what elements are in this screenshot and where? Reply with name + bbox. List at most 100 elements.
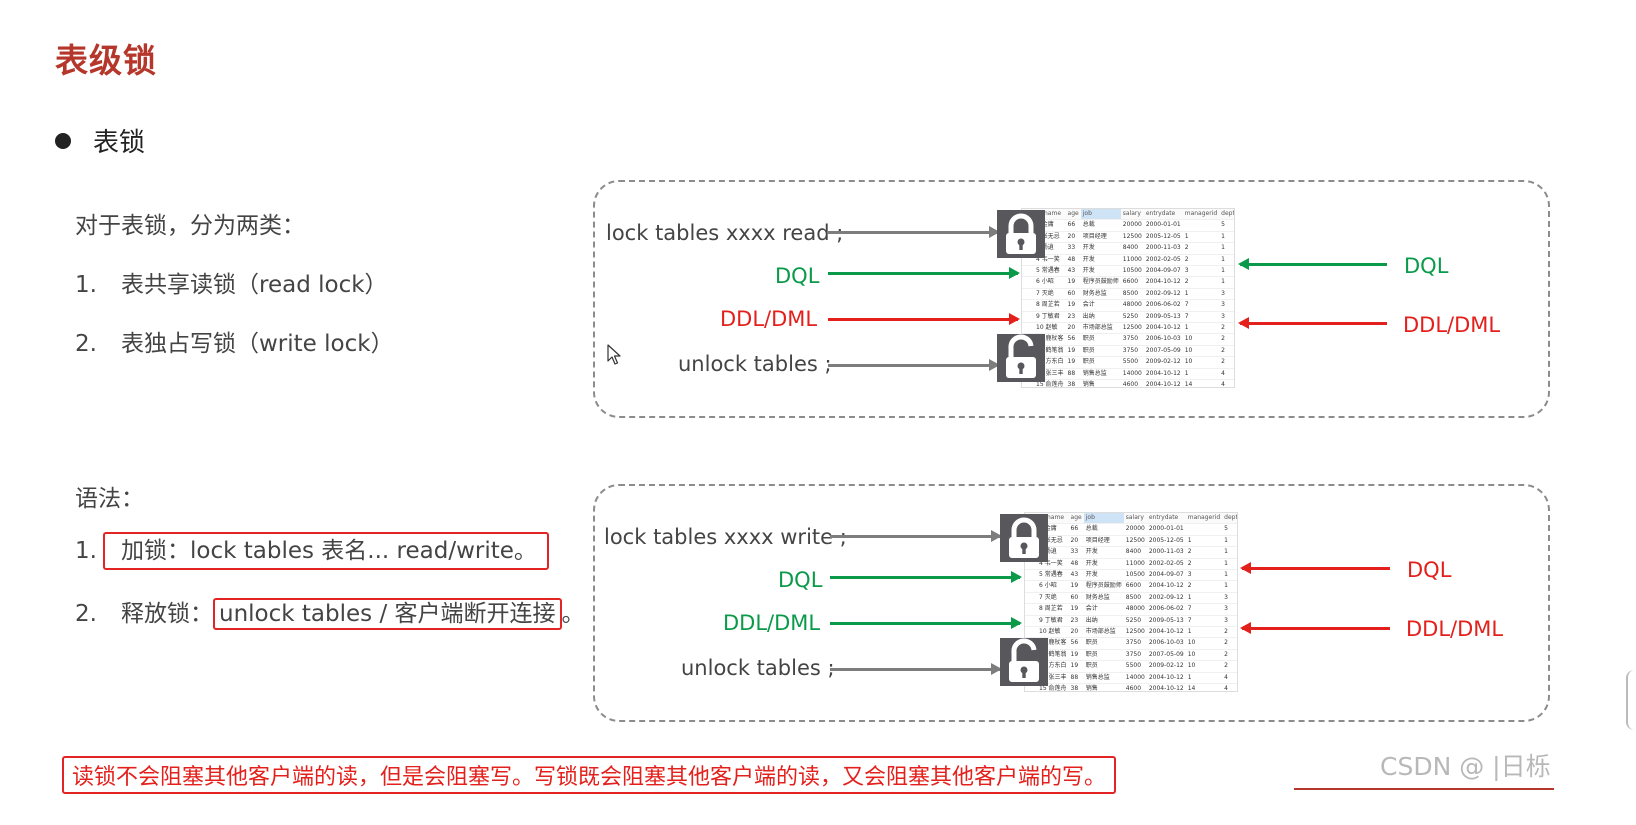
table-cell: 33 <box>1068 546 1084 559</box>
left-dql-label: DQL <box>778 568 823 592</box>
left-dql-arrow <box>828 267 1020 279</box>
table-cell: 2002-02-05 <box>1146 558 1186 571</box>
type-item-number: 1. <box>75 272 97 298</box>
table-cell: 开发 <box>1080 254 1121 267</box>
right-dql-arrow <box>1238 258 1387 270</box>
table-cell: 5 <box>1222 523 1237 536</box>
scroll-edge-handle[interactable] <box>1626 670 1636 730</box>
table-cell: 1 <box>1185 535 1223 548</box>
table-cell: 总裁 <box>1080 219 1121 232</box>
table-cell: 职员 <box>1083 637 1124 650</box>
table-cell: 5500 <box>1123 660 1147 673</box>
table-cell: 10500 <box>1120 265 1144 278</box>
table-cell: 6 小昭 <box>1025 580 1069 593</box>
table-cell: 19 <box>1065 276 1081 289</box>
table-cell: 15 俞莲舟 <box>1022 379 1066 387</box>
table-cell: 3 <box>1222 615 1237 628</box>
table-cell: 2 <box>1219 333 1234 346</box>
bullet-text: 表锁 <box>93 128 146 158</box>
table-cell: 1 <box>1219 254 1234 267</box>
table-cell: 6600 <box>1120 276 1144 289</box>
table-cell: 2009-02-12 <box>1146 660 1186 673</box>
lock-command-arrow <box>828 226 1000 238</box>
left-dql-arrow <box>830 571 1022 583</box>
table-cell: 7 <box>1182 311 1220 324</box>
left-dql-label: DQL <box>775 264 820 288</box>
table-cell: 1 <box>1222 558 1237 571</box>
table-cell: 市场部总监 <box>1080 322 1121 335</box>
table-cell: 1 <box>1182 231 1220 244</box>
table-cell: 10 <box>1185 660 1223 673</box>
table-cell: 12500 <box>1120 231 1144 244</box>
left-ddl-label: DDL/DML <box>720 307 818 331</box>
table-header-cell: age <box>1065 209 1081 221</box>
table-cell: 33 <box>1065 242 1081 255</box>
right-ddl-label: DDL/DML <box>1403 313 1501 337</box>
table-header-cell: managerid <box>1185 513 1223 525</box>
table-cell: 3750 <box>1120 333 1144 346</box>
table-cell: 23 <box>1065 311 1081 324</box>
table-cell: 23 <box>1068 615 1084 628</box>
table-cell: 5 <box>1219 219 1234 232</box>
table-cell: 1 <box>1219 276 1234 289</box>
table-cell: 1 <box>1222 535 1237 548</box>
table-cell: 88 <box>1065 368 1081 381</box>
table-cell: 12500 <box>1123 535 1147 548</box>
table-cell: 48 <box>1068 558 1084 571</box>
table-cell: 2002-09-12 <box>1143 288 1183 301</box>
table-cell: 职员 <box>1083 649 1124 662</box>
table-cell: 66 <box>1065 219 1081 232</box>
right-ddl-arrow <box>1238 317 1387 329</box>
table-cell: 开发 <box>1083 546 1124 559</box>
table-cell: 9 丁敏君 <box>1025 615 1069 628</box>
right-dql-arrow <box>1240 562 1390 574</box>
table-header-cell: salary <box>1120 209 1144 221</box>
table-cell: 7 <box>1185 615 1223 628</box>
table-cell: 8400 <box>1123 546 1147 559</box>
table-cell: 开发 <box>1080 242 1121 255</box>
table-cell: 1 <box>1219 265 1234 278</box>
table-cell: 14 <box>1185 683 1223 691</box>
table-cell: 2006-06-02 <box>1143 299 1183 312</box>
padlock-closed-icon <box>1000 514 1048 562</box>
table-cell: 1 <box>1219 231 1234 244</box>
padlock-closed-icon <box>997 210 1045 258</box>
table-cell: 职员 <box>1083 660 1124 673</box>
table-cell: 2000-01-01 <box>1143 219 1183 232</box>
table-header-cell: entrydate <box>1146 513 1186 525</box>
table-cell: 14000 <box>1123 672 1147 685</box>
write-lock-diagram-panel <box>593 484 1550 722</box>
bottom-rule <box>1294 788 1554 790</box>
table-cell: 19 <box>1068 649 1084 662</box>
table-header-cell: age <box>1068 513 1084 525</box>
table-cell: 48 <box>1065 254 1081 267</box>
table-cell: 19 <box>1065 299 1081 312</box>
table-cell: 4600 <box>1123 683 1147 691</box>
table-cell: 88 <box>1068 672 1084 685</box>
table-header-cell: dept_id <box>1219 209 1234 221</box>
table-cell: 60 <box>1068 592 1084 605</box>
syntax-label: 语法： <box>75 486 144 512</box>
table-cell: 1 <box>1185 672 1223 685</box>
lock-command-arrow <box>830 530 1002 542</box>
table-cell: 项目经理 <box>1083 535 1124 548</box>
table-cell: 2009-05-13 <box>1146 615 1186 628</box>
table-cell: 销售 <box>1083 683 1124 691</box>
syntax-item-prefix: 释放锁： <box>121 601 213 627</box>
table-cell: 会计 <box>1080 299 1121 312</box>
table-cell: 2006-06-02 <box>1146 603 1186 616</box>
table-header-cell: job <box>1080 209 1121 221</box>
table-cell: 销售总监 <box>1083 672 1124 685</box>
table-cell: 2 <box>1185 546 1223 559</box>
table-cell: 19 <box>1065 356 1081 369</box>
footer-note: 读锁不会阻塞其他客户端的读，但是会阻塞写。写锁既会阻塞其他客户端的读，又会阻塞其… <box>62 756 1117 794</box>
